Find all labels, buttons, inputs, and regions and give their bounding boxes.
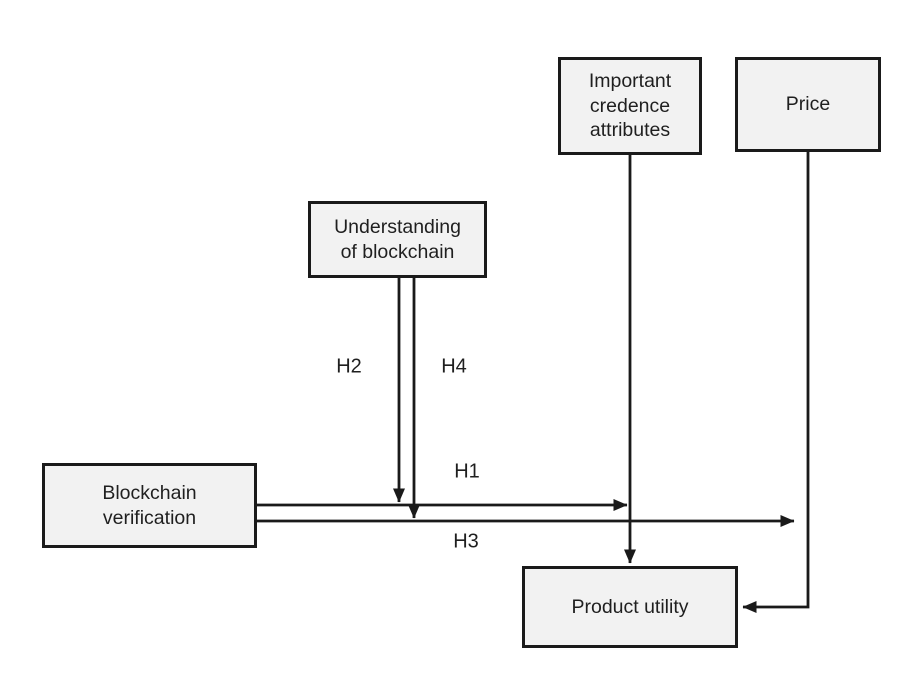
node-product-utility: Product utility xyxy=(522,566,738,648)
node-blockchain-verification: Blockchain verification xyxy=(42,463,257,548)
node-label: Blockchain verification xyxy=(102,481,197,529)
node-understanding-of-blockchain: Understanding of blockchain xyxy=(308,201,487,278)
edge-label-h3: H3 xyxy=(451,530,481,554)
edge-label-h2: H2 xyxy=(334,355,364,379)
node-price: Price xyxy=(735,57,881,152)
node-important-credence-attributes: Important credence attributes xyxy=(558,57,702,155)
node-label: Product utility xyxy=(571,595,689,618)
arrow-price-to-utility xyxy=(742,152,810,613)
edge-label-h1: H1 xyxy=(452,460,482,484)
node-label: Price xyxy=(785,93,831,116)
edge-label-h4: H4 xyxy=(439,355,469,379)
node-label: Important credence attributes xyxy=(588,69,672,142)
node-label: Understanding of blockchain xyxy=(334,215,461,263)
